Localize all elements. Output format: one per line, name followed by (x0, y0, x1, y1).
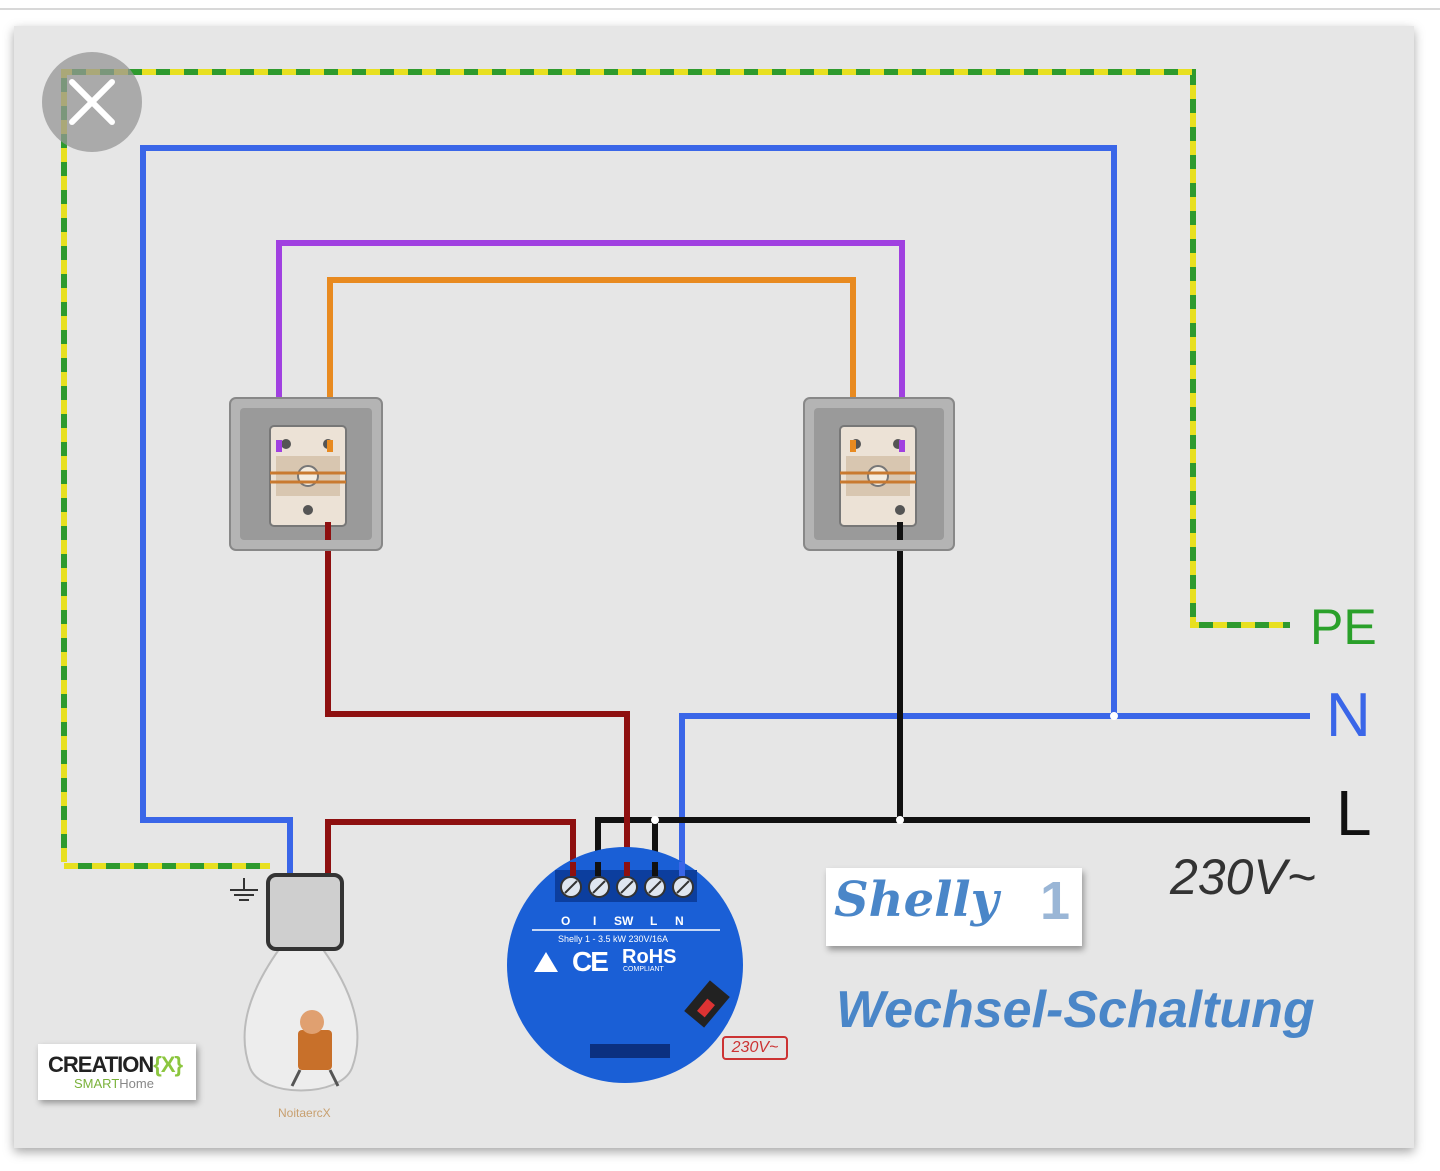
terminal-label-l: L (650, 914, 658, 928)
creation-logo-sub: SMARTHome (74, 1076, 154, 1091)
close-button[interactable] (42, 52, 142, 152)
creation-logo: CREATION{X} SMARTHome (38, 1044, 196, 1100)
traveler-wire-purple (276, 240, 905, 450)
n-label: N (1326, 681, 1371, 750)
lamp-icon (243, 873, 359, 1092)
creation-logo-main: CREATION{X} (48, 1052, 183, 1077)
voltage-badge: 230V~ (722, 1036, 788, 1060)
ce-mark: CE (572, 946, 609, 977)
live-wire (595, 530, 1310, 862)
l-label: L (1336, 777, 1372, 849)
switched-wire (325, 530, 630, 875)
shelly-logo-word: Shelly (834, 872, 999, 928)
live-junction-2 (896, 816, 904, 824)
right-switch (803, 397, 955, 551)
rohs-compliant: COMPLIANT (623, 966, 664, 973)
watermark-text: NoitaercX (278, 1106, 331, 1120)
traveler-wire-orange (327, 277, 856, 450)
earth-symbol-icon (230, 878, 258, 901)
terminal-label-sw: SW (614, 914, 634, 928)
pe-label: PE (1310, 599, 1377, 655)
shelly-logo-number: 1 (1040, 871, 1071, 931)
diagram-title: Wechsel-Schaltung (836, 981, 1315, 1039)
terminal-label-n: N (675, 914, 684, 928)
shelly-1-device (507, 847, 743, 1083)
left-switch (229, 397, 383, 551)
neutral-junction (1110, 712, 1118, 720)
rohs-mark: RoHS (622, 946, 677, 968)
pe-wire (61, 69, 1290, 869)
terminal-label-i: I (593, 914, 597, 928)
device-spec: Shelly 1 - 3.5 kW 230V/16A (558, 934, 669, 944)
live-junction-1 (651, 816, 659, 824)
neutral-wire (140, 145, 1310, 875)
close-icon (69, 79, 115, 125)
terminal-label-o: O (561, 914, 571, 928)
shelly-logo: Shelly 1 (826, 868, 1082, 946)
top-divider (0, 8, 1440, 10)
voltage-label: 230V~ (1170, 849, 1316, 905)
